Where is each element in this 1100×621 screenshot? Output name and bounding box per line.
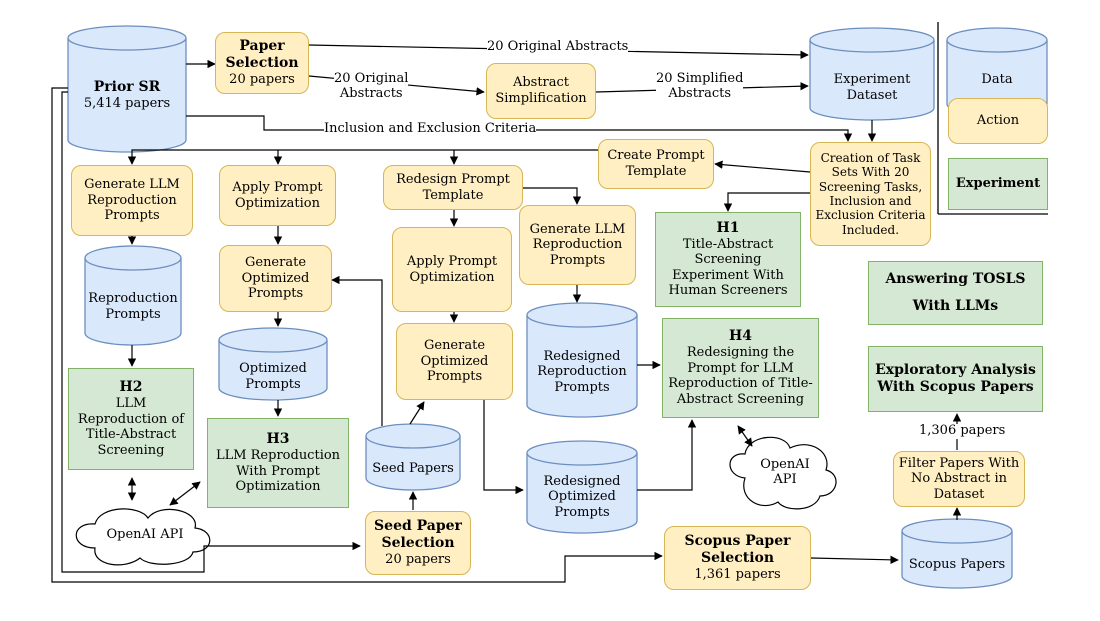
generate-optimized-prompts-1-node: Generate Optimized Prompts (219, 245, 332, 312)
openai-api-2-line1: OpenAI (760, 457, 810, 472)
cloud-openai-api-1 (75, 508, 211, 566)
generate-llm-repro-prompts-2-label: Generate LLM Reproduction Prompts (529, 221, 626, 268)
prior-sr-title: Prior SR (93, 78, 161, 95)
create-prompt-template-label: Create Prompt Template (607, 148, 705, 179)
answering-tosls-node: Answering TOSLS With LLMs (868, 261, 1043, 325)
edge-label-original-line2: Abstracts (339, 85, 403, 101)
h2-node: H2 LLM Reproduction of Title-Abstract Sc… (68, 368, 194, 470)
h4-node: H4 Redesigning the Prompt for LLM Reprod… (662, 318, 819, 418)
cylinder-optimized-prompts (218, 327, 328, 401)
creation-task-sets-node: Creation of Task Sets With 20 Screening … (810, 142, 931, 246)
legend-data: Data (947, 55, 1047, 105)
apply-prompt-optimization-1-node: Apply Prompt Optimization (219, 165, 336, 226)
edge-label-scopus-count: 1,306 papers (919, 423, 1006, 439)
scopus-paper-selection-title: Scopus Paper Selection (684, 533, 791, 567)
optimized-prompts-label: Optimized Prompts (239, 361, 307, 392)
abstract-simplification-label: Abstract Simplification (495, 75, 587, 106)
h4-title: H4 (729, 328, 752, 345)
redesign-prompt-template-node: Redesign Prompt Template (383, 165, 523, 210)
optimized-prompts-node: Optimized Prompts (219, 355, 327, 399)
creation-task-sets-label: Creation of Task Sets With 20 Screening … (815, 150, 926, 237)
cylinder-experiment-dataset (809, 27, 935, 121)
paper-selection-count: 20 papers (229, 72, 295, 87)
answering-tosls-line1: Answering TOSLS (885, 271, 1026, 288)
edge-label-simplified-line2: Abstracts (668, 85, 732, 101)
seed-paper-selection-title: Seed Paper Selection (374, 518, 462, 552)
h1-node: H1 Title-Abstract Screening Experiment W… (655, 212, 801, 307)
generate-llm-repro-prompts-1-node: Generate LLM Reproduction Prompts (71, 165, 193, 236)
reproduction-prompts-node: Reproduction Prompts (85, 275, 181, 339)
paper-selection-node: Paper Selection 20 papers (215, 32, 309, 94)
scopus-papers-node: Scopus Papers (902, 545, 1012, 585)
cylinder-redesigned-reproduction (526, 302, 638, 418)
seed-papers-node: Seed Papers (366, 450, 460, 488)
h1-title: H1 (716, 219, 740, 236)
edge-label-original-abstracts: 20 Original Abstracts (334, 71, 409, 102)
cylinder-seed-papers (365, 423, 461, 491)
h3-node: H3 LLM Reproduction With Prompt Optimiza… (207, 418, 349, 508)
experiment-dataset-label: Experiment Dataset (833, 72, 911, 103)
legend-experiment-label: Experiment (955, 176, 1041, 192)
cloud-openai-api-2 (729, 436, 837, 510)
h4-description: Redesigning the Prompt for LLM Reproduct… (668, 345, 813, 407)
apply-prompt-optimization-2-label: Apply Prompt Optimization (406, 253, 498, 285)
legend-data-label: Data (981, 72, 1013, 88)
cylinder-reproduction-prompts (84, 245, 182, 346)
edge-label-simplified-abstracts: 20 Simplified Abstracts (656, 71, 744, 102)
openai-api-2-label: OpenAI API (740, 457, 830, 488)
scopus-paper-selection-count: 1,361 papers (694, 567, 781, 582)
edge-label-original-line1: 20 Original (334, 71, 409, 86)
redesigned-reproduction-prompts-node: Redesigned Reproduction Prompts (527, 336, 637, 408)
legend-experiment: Experiment (948, 158, 1048, 210)
generate-optimized-prompts-2-node: Generate Optimized Prompts (396, 323, 513, 400)
generate-optimized-prompts-1-label: Generate Optimized Prompts (241, 255, 310, 302)
create-prompt-template-node: Create Prompt Template (598, 139, 714, 189)
h2-description: LLM Reproduction of Title-Abstract Scree… (77, 396, 185, 458)
answering-tosls-line2: With LLMs (912, 298, 999, 314)
edge-label-original-abstracts-top: 20 Original Abstracts (487, 39, 629, 55)
generate-optimized-prompts-2-label: Generate Optimized Prompts (420, 338, 489, 385)
seed-paper-selection-node: Seed Paper Selection 20 papers (365, 511, 471, 575)
openai-api-2-line2: API (773, 471, 797, 487)
h3-title: H3 (266, 431, 290, 448)
h1-description: Title-Abstract Screening Experiment With… (668, 236, 788, 299)
prior-sr-node: Prior SR 5,414 papers (68, 60, 186, 130)
generate-llm-repro-prompts-1-label: Generate LLM Reproduction Prompts (84, 177, 180, 224)
scopus-papers-label: Scopus Papers (908, 557, 1006, 573)
exploratory-analysis-label: Exploratory Analysis With Scopus Papers (875, 362, 1036, 395)
scopus-paper-selection-node: Scopus Paper Selection 1,361 papers (664, 526, 811, 590)
legend-action: Action (948, 98, 1048, 144)
apply-prompt-optimization-1-label: Apply Prompt Optimization (232, 179, 323, 211)
reproduction-prompts-label: Reproduction Prompts (88, 291, 178, 322)
abstract-simplification-node: Abstract Simplification (486, 63, 596, 119)
cylinder-prior-sr (67, 25, 187, 153)
seed-paper-selection-count: 20 papers (385, 552, 451, 567)
edge-label-criteria: Inclusion and Exclusion Criteria (324, 121, 537, 137)
filter-papers-label: Filter Papers With No Abstract in Datase… (898, 455, 1020, 502)
experiment-dataset-node: Experiment Dataset (810, 56, 934, 120)
redesigned-optimized-prompts-node: Redesigned Optimized Prompts (527, 466, 637, 528)
edge-label-simplified-line1: 20 Simplified (656, 71, 744, 86)
cylinder-redesigned-optimized (526, 440, 638, 534)
seed-papers-label: Seed Papers (372, 461, 454, 477)
h2-title: H2 (119, 379, 143, 396)
redesign-prompt-template-label: Redesign Prompt Template (396, 171, 510, 203)
prior-sr-count: 5,414 papers (83, 95, 171, 111)
filter-papers-node: Filter Papers With No Abstract in Datase… (893, 451, 1025, 507)
h3-description: LLM Reproduction With Prompt Optimizatio… (215, 448, 341, 495)
redesigned-reproduction-prompts-label: Redesigned Reproduction Prompts (537, 348, 627, 395)
exploratory-analysis-node: Exploratory Analysis With Scopus Papers (868, 346, 1043, 412)
generate-llm-repro-prompts-2-node: Generate LLM Reproduction Prompts (519, 205, 636, 285)
redesigned-optimized-prompts-label: Redesigned Optimized Prompts (543, 473, 621, 520)
openai-api-1-label: OpenAI API (106, 527, 184, 542)
legend-action-label: Action (976, 113, 1020, 129)
apply-prompt-optimization-2-node: Apply Prompt Optimization (392, 227, 512, 312)
paper-selection-title: Paper Selection (225, 38, 299, 72)
